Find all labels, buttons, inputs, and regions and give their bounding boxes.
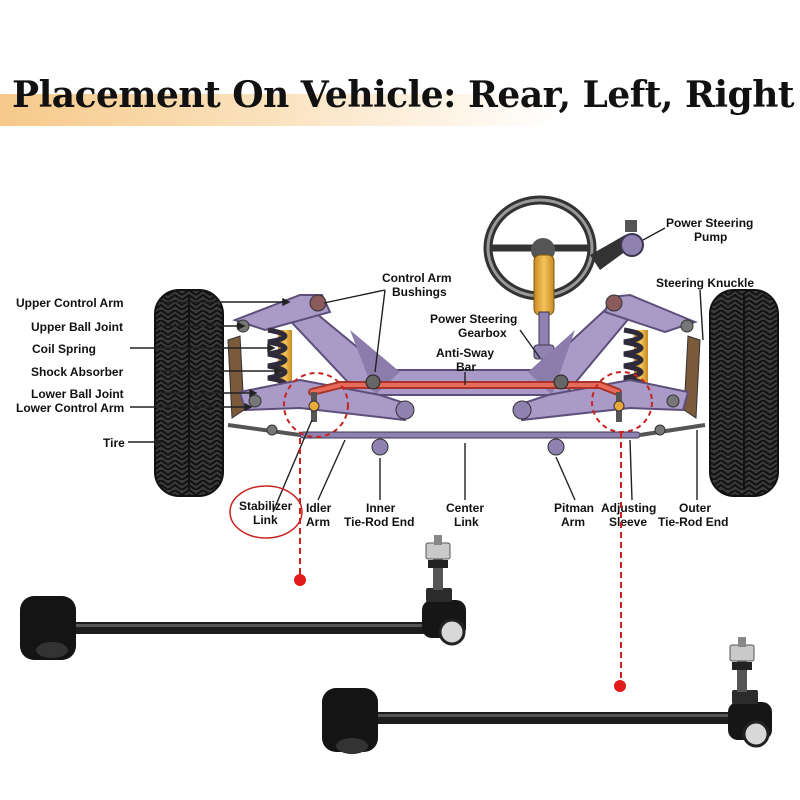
leader-lines xyxy=(128,227,704,513)
page-title: Placement On Vehicle: Rear, Left, Right xyxy=(12,74,795,116)
label-center-link-1: Center xyxy=(446,501,484,515)
label-outer-tie-rod-end-1: Outer xyxy=(679,501,711,515)
label-power-steering-pump-2: Pump xyxy=(694,230,727,244)
label-power-steering-pump-1: Power Steering xyxy=(666,216,753,230)
label-lower-control-arm: Lower Control Arm xyxy=(16,401,124,415)
label-upper-control-arm: Upper Control Arm xyxy=(16,296,124,310)
title-highlight-band xyxy=(0,94,800,126)
right-stabilizer-link-diagram xyxy=(613,392,625,422)
label-outer-tie-rod-end-2: Tie-Rod End xyxy=(658,515,728,529)
label-control-arm-bushings-1: Control Arm xyxy=(382,271,452,285)
label-power-steering-gearbox-2: Gearbox xyxy=(458,326,507,340)
label-anti-sway-bar-2: Bar xyxy=(456,360,476,374)
label-adjusting-sleeve-1: Adjusting xyxy=(601,501,656,515)
right-coil-spring xyxy=(623,327,648,395)
label-control-arm-bushings-2: Bushings xyxy=(392,285,447,299)
right-steering-knuckle xyxy=(683,335,701,419)
left-upper-control-arm xyxy=(232,294,332,333)
label-shock-absorber: Shock Absorber xyxy=(31,365,124,379)
anti-sway-bar xyxy=(308,374,622,396)
label-adjusting-sleeve-2: Sleeve xyxy=(609,515,647,529)
right-lower-control-arm xyxy=(512,378,690,422)
label-stabilizer-link-2: Link xyxy=(253,513,278,527)
label-steering-knuckle: Steering Knuckle xyxy=(656,276,754,290)
stabilizer-link-product-2 xyxy=(322,637,772,754)
label-pitman-arm-2: Arm xyxy=(561,515,585,529)
product-pointer-left xyxy=(294,438,306,586)
label-power-steering-gearbox-1: Power Steering xyxy=(430,312,517,326)
label-coil-spring: Coil Spring xyxy=(32,342,96,356)
label-stabilizer-link-1: Stabilizer xyxy=(239,499,293,513)
left-lower-control-arm xyxy=(238,378,415,422)
steering-column xyxy=(533,254,555,360)
label-center-link-2: Link xyxy=(454,515,479,529)
label-inner-tie-rod-end-2: Tie-Rod End xyxy=(344,515,414,529)
label-anti-sway-bar-1: Anti-Sway xyxy=(436,346,494,360)
label-tire: Tire xyxy=(103,436,125,450)
label-pitman-arm-1: Pitman xyxy=(554,501,594,515)
stabilizer-link-label-ring xyxy=(229,485,303,539)
label-upper-ball-joint: Upper Ball Joint xyxy=(31,320,123,334)
left-coil-spring xyxy=(267,327,292,395)
product-pointer-right xyxy=(614,432,626,692)
label-idler-arm-1: Idler xyxy=(306,501,332,515)
stabilizer-link-product-1 xyxy=(20,535,466,660)
label-inner-tie-rod-end-1: Inner xyxy=(366,501,396,515)
label-idler-arm-2: Arm xyxy=(306,515,330,529)
right-tire xyxy=(709,289,779,497)
left-link-highlight-circle xyxy=(283,372,349,438)
power-steering-pump xyxy=(590,220,644,270)
center-link xyxy=(227,423,706,456)
label-lower-ball-joint: Lower Ball Joint xyxy=(31,387,124,401)
right-upper-control-arm xyxy=(603,293,698,334)
left-stabilizer-link-diagram xyxy=(308,392,320,422)
